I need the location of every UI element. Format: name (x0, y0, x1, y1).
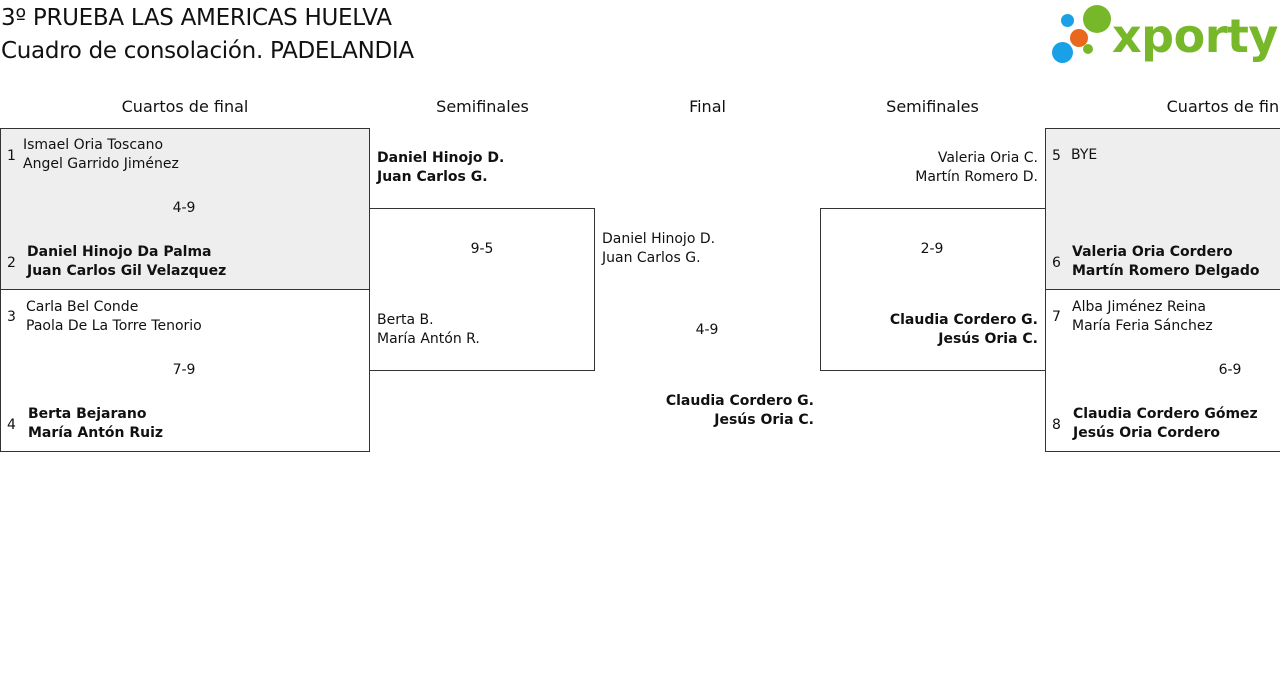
logo-dot-orange (1070, 29, 1088, 47)
match-score: 7-9 (172, 362, 196, 378)
player-name: Martín Romero D. (915, 169, 1038, 185)
seed-number: 4 (7, 417, 16, 433)
champion-entry: Claudia Cordero G. Jesús Oria C. (600, 392, 814, 430)
team-entry-winner: Valeria Oria Cordero Martín Romero Delga… (1072, 243, 1260, 281)
final-score: 4-9 (695, 322, 719, 338)
player-name: Valeria Oria Cordero (1072, 244, 1233, 260)
player-name: María Feria Sánchez (1072, 318, 1213, 334)
seed-number: 5 (1052, 148, 1061, 164)
team-entry-winner: Claudia Cordero G. Jesús Oria C. (828, 311, 1038, 349)
tournament-title: 3º PRUEBA LAS AMERICAS HUELVA (1, 5, 392, 31)
logo-dot-blue (1061, 14, 1074, 27)
player-name: Valeria Oria C. (937, 150, 1038, 166)
player-name: María Antón Ruiz (28, 425, 164, 441)
seed-number: 7 (1052, 309, 1061, 325)
team-entry: Valeria Oria C. Martín Romero D. (828, 149, 1038, 187)
player-name: Daniel Hinojo D. (377, 150, 505, 166)
player-name: Carla Bel Conde (26, 299, 139, 315)
player-name: Daniel Hinojo D. (602, 231, 716, 247)
team-entry: Alba Jiménez Reina María Feria Sánchez (1072, 298, 1213, 336)
player-name: Martín Romero Delgado (1072, 263, 1260, 279)
logo-dot-green-small (1083, 44, 1093, 54)
logo-wordmark: xporty (1112, 9, 1278, 63)
player-name: Claudia Cordero Gómez (1073, 406, 1258, 422)
bye-entry: BYE (1071, 146, 1097, 165)
team-entry: Berta B. María Antón R. (377, 311, 480, 349)
heading-left-quarters: Cuartos de final (121, 97, 249, 116)
match-score: 2-9 (920, 241, 944, 257)
player-name: Berta Bejarano (28, 406, 147, 422)
team-entry-winner: Claudia Cordero Gómez Jesús Oria Cordero (1073, 405, 1258, 443)
logo-dot-green (1083, 5, 1111, 33)
player-name: Paola De La Torre Tenorio (26, 318, 202, 334)
team-entry-winner: Daniel Hinojo D. Juan Carlos G. (377, 149, 504, 187)
player-name: Jesús Oria Cordero (1073, 425, 1220, 441)
match-score: 4-9 (172, 200, 196, 216)
player-name: Berta B. (377, 312, 434, 328)
player-name: Claudia Cordero G. (889, 312, 1038, 328)
seed-number: 8 (1052, 417, 1061, 433)
player-name: Jesús Oria C. (714, 412, 814, 428)
player-name: Alba Jiménez Reina (1072, 299, 1206, 315)
player-name: Angel Garrido Jiménez (23, 156, 179, 172)
player-name: María Antón R. (377, 331, 480, 347)
player-name: Jesús Oria C. (938, 331, 1038, 347)
seed-number: 2 (7, 255, 16, 271)
draw-subtitle: Cuadro de consolación. PADELANDIA (1, 38, 414, 64)
bye-label: BYE (1071, 147, 1098, 163)
seed-number: 1 (7, 148, 16, 164)
heading-right-semis: Semifinales (886, 97, 979, 116)
heading-right-quarters: Cuartos de final (1166, 97, 1280, 116)
seed-number: 3 (7, 309, 16, 325)
seed-number: 6 (1052, 255, 1061, 271)
player-name: Claudia Cordero G. (665, 393, 814, 409)
player-name: Juan Carlos G. (377, 169, 488, 185)
heading-left-semis: Semifinales (436, 97, 529, 116)
match-score: 6-9 (1218, 362, 1242, 378)
team-entry: Ismael Oria Toscano Angel Garrido Jiméne… (23, 136, 179, 174)
heading-final: Final (689, 97, 726, 116)
player-name: Juan Carlos G. (602, 250, 701, 266)
match-score: 9-5 (470, 241, 494, 257)
left-semi-bracket (369, 208, 595, 371)
team-entry: Carla Bel Conde Paola De La Torre Tenori… (26, 298, 202, 336)
right-quarter-match-2 (1045, 289, 1280, 452)
xporty-logo: xporty (1050, 4, 1278, 68)
team-entry-winner: Berta Bejarano María Antón Ruiz (28, 405, 163, 443)
team-entry: Daniel Hinojo D. Juan Carlos G. (602, 230, 715, 268)
player-name: Ismael Oria Toscano (23, 137, 164, 153)
player-name: Juan Carlos Gil Velazquez (27, 263, 227, 279)
team-entry-winner: Daniel Hinojo Da Palma Juan Carlos Gil V… (27, 243, 226, 281)
logo-dot-blue-large (1052, 42, 1073, 63)
player-name: Daniel Hinojo Da Palma (27, 244, 212, 260)
